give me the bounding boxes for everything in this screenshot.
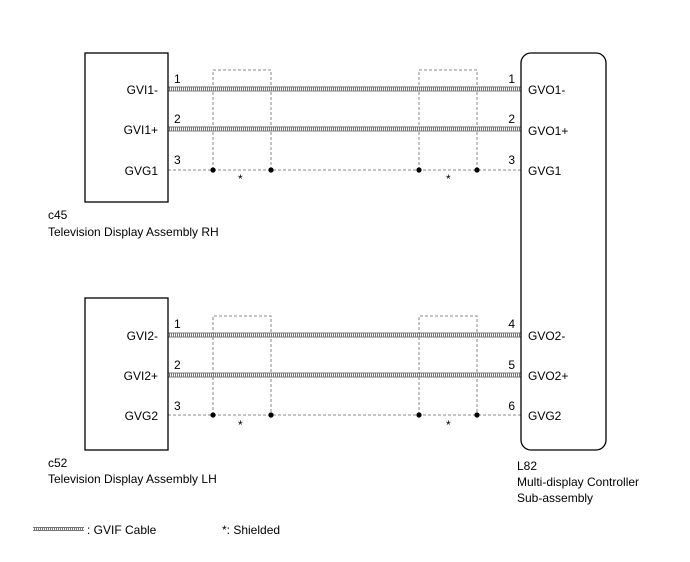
- shield-outline-right-top: [418, 69, 478, 170]
- connector-code-c45: c45: [48, 208, 68, 222]
- pin-number: 5: [508, 358, 515, 372]
- pin-label: GVI2-: [127, 329, 158, 343]
- pin-label: GVO2+: [528, 369, 568, 383]
- pin-label: GVI1-: [127, 83, 158, 97]
- pin-number: 3: [174, 153, 181, 167]
- pin-label: GVI1+: [124, 123, 158, 137]
- pin-label: GVO2-: [528, 329, 565, 343]
- pin-label: GVG2: [125, 409, 159, 423]
- shield-mark: *: [446, 172, 451, 186]
- pin-number: 2: [174, 112, 181, 126]
- connector-l82-box: [520, 52, 607, 451]
- pin-label: GVO1-: [528, 83, 565, 97]
- shield-group-top: [212, 69, 478, 170]
- legend-cable-text: : GVIF Cable: [87, 523, 157, 537]
- pin-number: 3: [174, 399, 181, 413]
- shield-outline-right-bottom: [418, 315, 478, 415]
- junction-dot: [474, 412, 480, 418]
- connector-c52-box: [84, 297, 169, 451]
- shield-mark: *: [238, 172, 243, 186]
- junction-dot: [268, 167, 274, 173]
- shield-mark: *: [238, 418, 243, 432]
- pin-number: 1: [174, 317, 181, 331]
- connector-name-l82-line1: Multi-display Controller: [517, 475, 639, 489]
- junction-dot: [210, 167, 216, 173]
- junction-dot: [416, 412, 422, 418]
- pin-label: GVI2+: [124, 369, 158, 383]
- pin-number: 3: [508, 153, 515, 167]
- connector-name-c45: Television Display Assembly RH: [48, 225, 219, 239]
- pin-number: 1: [174, 72, 181, 86]
- pin-number: 1: [508, 72, 515, 86]
- shield-outline-left-top: [212, 69, 272, 170]
- pin-number: 4: [508, 317, 515, 331]
- shield-group-bottom: [212, 315, 478, 415]
- legend-shield-text: *: Shielded: [222, 523, 280, 537]
- pin-number: 2: [508, 112, 515, 126]
- connector-name-l82-line2: Sub-assembly: [517, 491, 593, 505]
- pin-number: 6: [508, 399, 515, 413]
- connector-name-c52: Television Display Assembly LH: [48, 472, 217, 486]
- pin-label: GVG1: [528, 164, 562, 178]
- shield-outline-left-bottom: [212, 315, 272, 415]
- junction-dot: [416, 167, 422, 173]
- pin-number: 2: [174, 358, 181, 372]
- shield-mark: *: [446, 418, 451, 432]
- connector-c45-box: [84, 52, 169, 203]
- pin-label: GVG2: [528, 409, 562, 423]
- pin-label: GVO1+: [528, 124, 568, 138]
- connector-code-c52: c52: [48, 456, 68, 470]
- pin-label: GVG1: [125, 164, 159, 178]
- junction-dot: [474, 167, 480, 173]
- connector-code-l82: L82: [517, 459, 537, 473]
- junction-dot: [210, 412, 216, 418]
- junction-dot: [268, 412, 274, 418]
